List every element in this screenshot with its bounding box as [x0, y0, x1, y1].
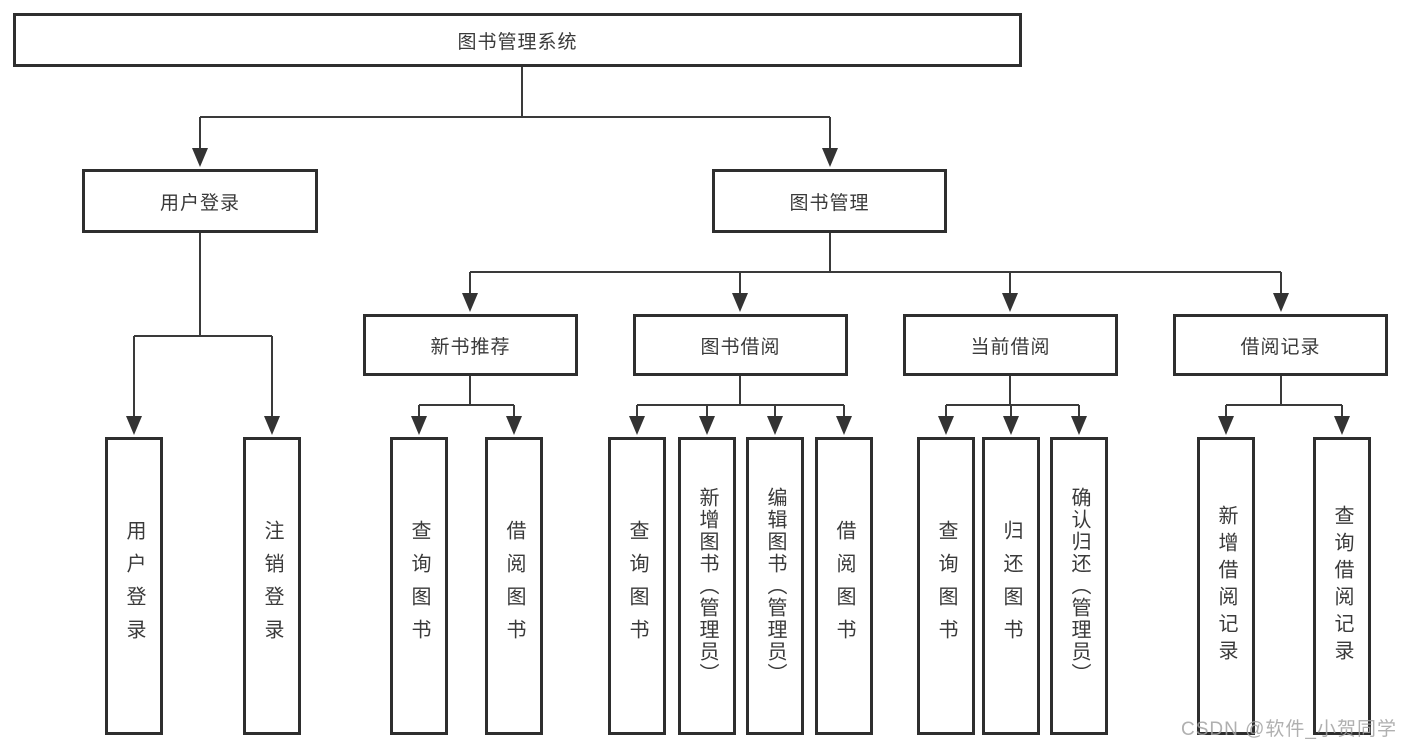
node-borrow-book: 借阅图书: [815, 437, 873, 735]
node-add-book-admin: 新增图书（管理员）: [678, 437, 736, 735]
node-query-book-borrow: 查询图书: [608, 437, 666, 735]
node-new-book-recommend: 新书推荐: [363, 314, 578, 376]
node-new-book-recommend-label: 新书推荐: [430, 336, 511, 358]
node-user-login-label: 用户登录: [159, 192, 240, 214]
node-leaf-user-login: 用户登录: [105, 437, 163, 735]
node-book-borrow: 图书借阅: [633, 314, 848, 376]
node-book-management: 图书管理: [712, 169, 947, 233]
node-borrow-records: 借阅记录: [1173, 314, 1388, 376]
node-library-system: 图书管理系统: [13, 13, 1022, 67]
node-book-borrow-label: 图书借阅: [700, 336, 781, 358]
node-query-book-recommend: 查询图书: [390, 437, 448, 735]
node-user-login: 用户登录: [82, 169, 318, 233]
node-leaf-logout: 注销登录: [243, 437, 301, 735]
node-query-borrow-record: 查询借阅记录: [1313, 437, 1371, 735]
node-return-book: 归还图书: [982, 437, 1040, 735]
node-current-borrow-label: 当前借阅: [970, 336, 1051, 358]
node-library-system-label: 图书管理系统: [457, 31, 578, 53]
node-current-borrow: 当前借阅: [903, 314, 1118, 376]
node-edit-book-admin: 编辑图书（管理员）: [746, 437, 804, 735]
node-add-borrow-record: 新增借阅记录: [1197, 437, 1255, 735]
node-book-management-label: 图书管理: [789, 192, 870, 214]
node-query-book-current: 查询图书: [917, 437, 975, 735]
node-borrow-records-label: 借阅记录: [1240, 336, 1321, 358]
node-borrow-book-recommend: 借阅图书: [485, 437, 543, 735]
csdn-watermark: CSDN @软件_小贺同学: [1181, 719, 1397, 740]
node-confirm-return-admin: 确认归还（管理员）: [1050, 437, 1108, 735]
arrowhead-icons: [126, 148, 1350, 435]
